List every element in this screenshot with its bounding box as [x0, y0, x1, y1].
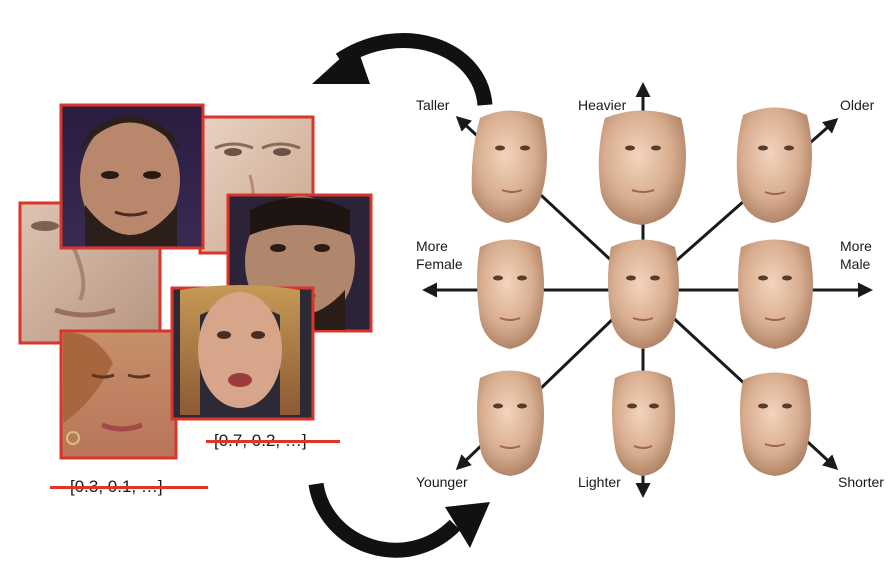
label-younger: Younger	[416, 474, 468, 490]
face-render-lighter	[612, 370, 675, 476]
label-shorter: Shorter	[838, 474, 884, 490]
face-render-older	[736, 107, 812, 223]
face-render-female	[477, 239, 544, 349]
label-taller: Taller	[416, 97, 450, 113]
face-render-shorter	[740, 372, 811, 476]
label-more-male-line2: Male	[840, 256, 871, 272]
label-lighter: Lighter	[578, 474, 621, 490]
label-heavier: Heavier	[578, 97, 627, 113]
face-photo-girl-speaking	[170, 285, 315, 421]
face-render-male	[738, 239, 813, 349]
face-render-younger	[477, 370, 544, 476]
face-render-center	[608, 239, 679, 349]
curved-arrow-right-icon	[308, 482, 490, 558]
face-render-heavier	[598, 110, 686, 225]
curved-arrow-left-icon	[312, 33, 493, 107]
face-photo-bald-man	[59, 103, 205, 250]
label-more-female-line1: More	[416, 238, 448, 254]
morph-heads	[471, 107, 813, 476]
label-older: Older	[840, 97, 875, 113]
face-photo-girl-eyes-closed	[59, 329, 178, 460]
strike-line-b	[50, 486, 208, 489]
label-more-female-line2: Female	[416, 256, 463, 272]
face-render-taller	[471, 110, 547, 223]
photo-stack	[18, 103, 373, 460]
strike-line-a	[206, 440, 340, 443]
label-more-male-line1: More	[840, 238, 872, 254]
